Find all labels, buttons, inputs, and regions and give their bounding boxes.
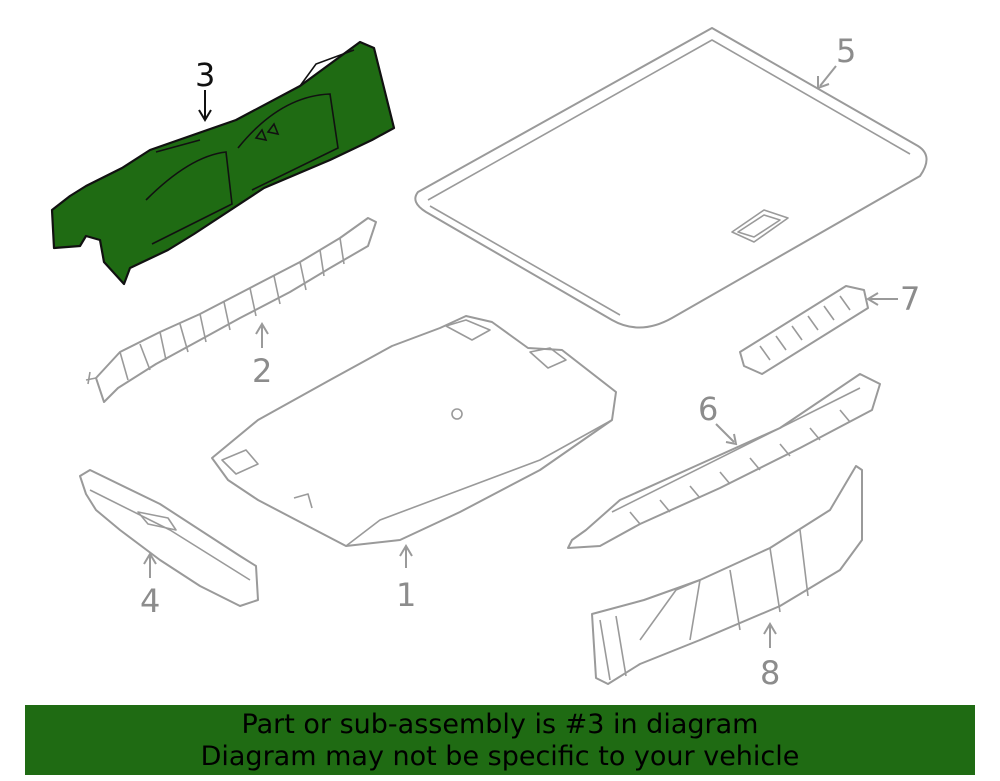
part-3-trim-panel[interactable] (50, 40, 396, 286)
banner-line-2: Diagram may not be specific to your vehi… (200, 741, 800, 772)
parts-diagram: 3 2 1 4 5 6 7 8 (50, 27, 928, 692)
callout-3: 3 (195, 56, 215, 94)
part-8-lower-rear-panel[interactable] (591, 465, 863, 685)
callout-7: 7 (900, 280, 920, 318)
callout-1: 1 (396, 576, 416, 614)
info-banner: Part or sub-assembly is #3 in diagram Di… (25, 705, 975, 775)
callout-5: 5 (836, 32, 856, 70)
part-6-rear-sill-plate[interactable] (567, 373, 881, 549)
part-7-sill-plate[interactable] (739, 285, 869, 375)
callout-4: 4 (140, 582, 160, 620)
part-5-cargo-cover[interactable] (414, 27, 928, 329)
callout-8: 8 (760, 654, 780, 692)
part-4-side-trim[interactable] (79, 469, 259, 607)
part-1-floor-tray[interactable] (211, 315, 617, 547)
part-2-support-bracket[interactable] (85, 217, 377, 403)
callout-arrows (143, 65, 898, 648)
callout-6: 6 (698, 390, 718, 428)
callout-2: 2 (252, 352, 272, 390)
banner-line-1: Part or sub-assembly is #3 in diagram (241, 709, 759, 740)
